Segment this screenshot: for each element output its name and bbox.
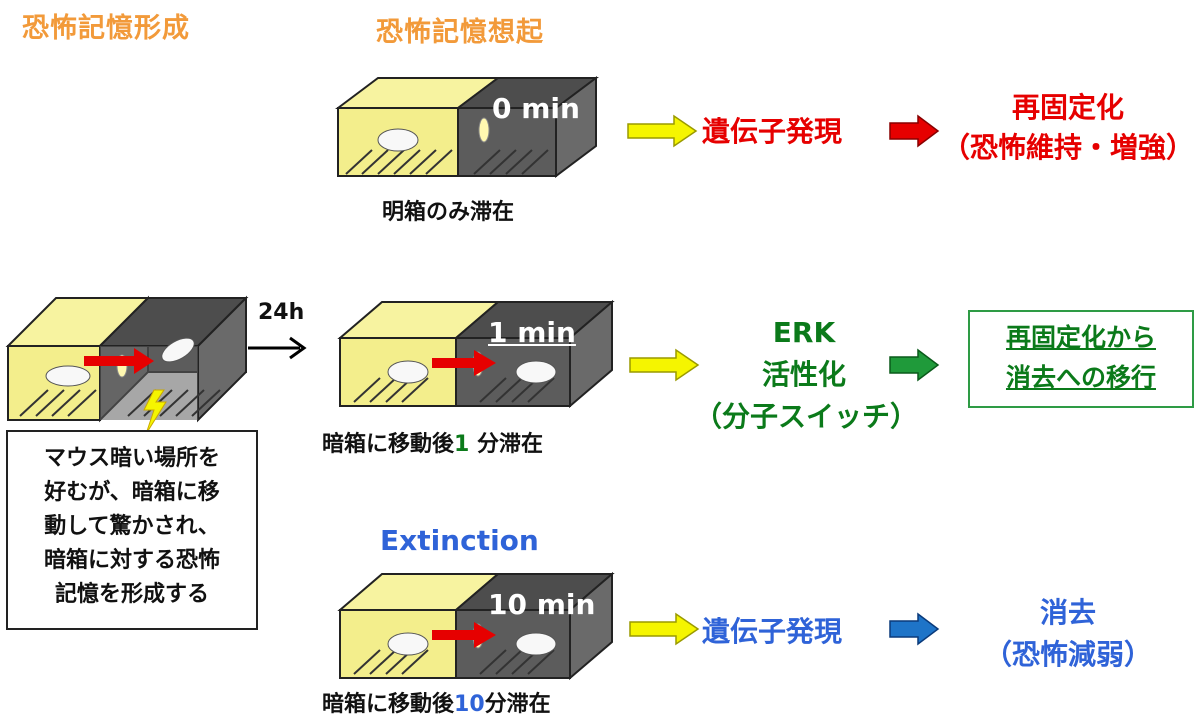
caption-1min: 暗箱に移動後1 分滞在 — [322, 426, 543, 458]
header-fear-memory-recall: 恐怖記憶想起 — [376, 17, 544, 48]
step-gene-expression-blue: 遺伝子発現 — [702, 615, 843, 648]
mouse-icon — [515, 632, 557, 656]
caption-post: 分滞在 — [484, 692, 551, 717]
shuttle-box-formation — [5, 295, 249, 435]
result-line: （恐怖維持・増強） — [941, 131, 1194, 164]
note-line: 記憶を形成する — [54, 582, 209, 607]
result-line: （恐怖減弱） — [983, 638, 1152, 671]
mouse-icon — [387, 360, 429, 384]
result-line: 再固定化から — [1005, 323, 1156, 352]
caption-pre: 暗箱に移動後 — [322, 432, 455, 457]
shuttle-box-1min — [337, 299, 615, 409]
time-label-1min: 1 min — [488, 316, 576, 349]
mouse-icon — [377, 128, 419, 152]
result-line: 消去 — [1039, 596, 1096, 629]
red-arrow-icon — [889, 114, 940, 148]
yellow-arrow-icon — [627, 114, 698, 148]
step-gene-expression-red: 遺伝子発現 — [702, 115, 843, 148]
step-erk-activation: ERK 活性化 （分子スイッチ） — [694, 312, 919, 438]
result-line: 再固定化 — [1011, 91, 1124, 124]
blue-arrow-icon — [889, 612, 940, 646]
note-line: 好むが、暗箱に移 — [44, 480, 220, 505]
caption-pre: 暗箱に移動後 — [322, 692, 455, 717]
time-label-10min: 10 min — [488, 588, 596, 621]
formation-note: マウス暗い場所を 好むが、暗箱に移 動して驚かされ、 暗箱に対する恐怖 記憶を形… — [6, 430, 258, 630]
mouse-icon — [515, 360, 557, 384]
label-extinction: Extinction — [380, 524, 539, 557]
note-line: マウス暗い場所を — [43, 446, 220, 471]
note-line: 動して驚かされ、 — [44, 514, 220, 539]
mouse-icon — [387, 632, 429, 656]
green-arrow-icon — [889, 348, 940, 382]
caption-10min: 暗箱に移動後10分滞在 — [322, 686, 551, 718]
lightning-icon — [143, 389, 167, 435]
result-extinction: 消去 （恐怖減弱） — [958, 592, 1178, 676]
shuttle-box-10min — [337, 571, 615, 681]
result-line: 消去への移行 — [1005, 363, 1156, 392]
header-fear-memory-formation: 恐怖記憶形成 — [22, 13, 190, 44]
arrow-24h-icon — [248, 336, 307, 360]
result-transition-to-extinction: 再固定化から 消去への移行 — [968, 310, 1194, 408]
caption-number: 10 — [454, 692, 485, 717]
erk-line: ERK — [772, 316, 836, 349]
caption-0min: 明箱のみ滞在 — [382, 200, 515, 225]
caption-number: 1 — [454, 432, 470, 457]
time-label-0min: 0 min — [492, 92, 580, 125]
note-line: 暗箱に対する恐怖 — [43, 548, 220, 573]
yellow-arrow-icon — [629, 612, 700, 646]
result-reconsolidation: 再固定化 （恐怖維持・増強） — [938, 88, 1198, 168]
erk-line: 活性化 — [761, 358, 846, 391]
erk-line: （分子スイッチ） — [694, 400, 919, 433]
label-24h: 24h — [258, 300, 305, 325]
yellow-arrow-icon — [629, 348, 700, 382]
shuttle-box-0min — [335, 76, 599, 178]
mouse-icon — [45, 365, 91, 387]
caption-post: 分滞在 — [469, 432, 543, 457]
